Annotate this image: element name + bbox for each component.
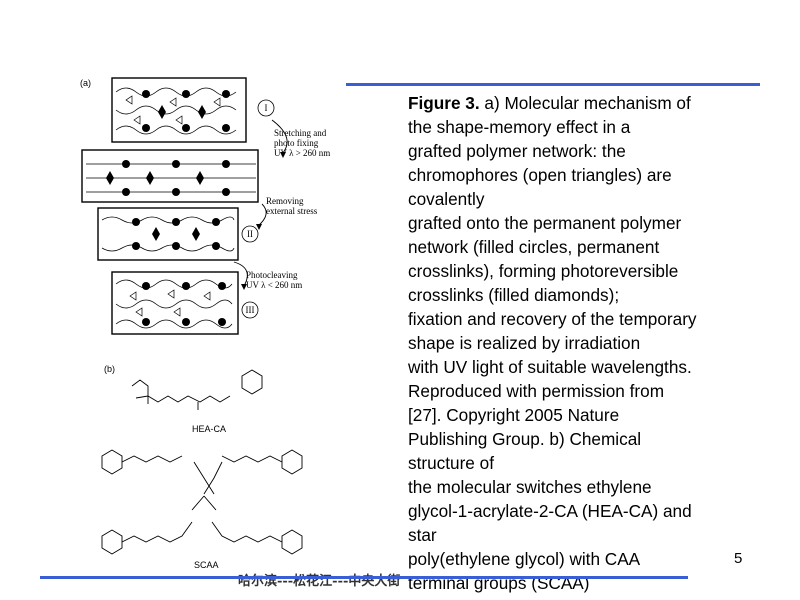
caption-line: network (filled circles, permanent	[408, 237, 660, 257]
caption-figure-number: Figure 3.	[408, 93, 480, 113]
caption-line: terminal groups (SCAA)	[408, 573, 590, 593]
caption-line: structure of	[408, 453, 494, 473]
caption-line: with UV light of suitable wavelengths.	[408, 357, 692, 377]
caption-line: star	[408, 525, 437, 545]
figure-caption: Figure 3. a) Molecular mechanism of the …	[408, 91, 760, 595]
caption-line: grafted polymer network: the	[408, 141, 626, 161]
figure-b-panel-label: (b)	[104, 364, 115, 374]
hea-ca-structure	[131, 369, 263, 410]
stage-3-label: III	[246, 305, 255, 315]
caption-line: glycol-1-acrylate-2-CA (HEA-CA) and	[408, 501, 692, 521]
scaa-structure	[101, 449, 303, 555]
caption-line: the molecular switches ethylene	[408, 477, 652, 497]
step-3-label: Photocleaving UV λ < 260 nm	[246, 270, 302, 290]
figure-a-network-schematic: (a) I Stretching and photo fixing UV λ >…	[80, 77, 330, 335]
footer-text: 哈尔滨---松花江---中央大街	[238, 574, 401, 589]
caption-line: grafted onto the permanent polymer	[408, 213, 682, 233]
caption-line: Reproduced with permission from	[408, 381, 665, 401]
caption-line: covalently	[408, 189, 485, 209]
hea-ca-label: HEA-CA	[192, 424, 226, 434]
caption-line: Publishing Group. b) Chemical	[408, 429, 642, 449]
caption-line-1: Figure 3. a) Molecular mechanism of	[408, 93, 691, 113]
caption-line: crosslinks), forming photoreversible	[408, 261, 679, 281]
top-divider-line	[346, 83, 760, 86]
network-box-stage-2	[97, 207, 239, 261]
figure-b-chemical-structures: (b) HEA-CA SCAA	[101, 364, 303, 570]
caption-line: the shape-memory effect in a	[408, 117, 631, 137]
stage-2-label: II	[247, 229, 253, 239]
stage-2-marker	[241, 225, 259, 243]
scaa-label: SCAA	[194, 560, 219, 570]
bottom-divider-line	[40, 576, 688, 579]
caption-line: chromophores (open triangles) are	[408, 165, 672, 185]
network-box-stretched	[81, 149, 259, 203]
caption-line: fixation and recovery of the temporary	[408, 309, 697, 329]
network-box-stage-3	[111, 271, 239, 335]
stage-1-marker	[257, 99, 275, 117]
caption-line: [27]. Copyright 2005 Nature	[408, 405, 620, 425]
figure-a-panel-label: (a)	[80, 78, 91, 88]
caption-line: crosslinks (filled diamonds);	[408, 285, 620, 305]
caption-line: shape is realized by irradiation	[408, 333, 641, 353]
step-2-label: Removing external stress	[266, 196, 318, 216]
caption-line: poly(ethylene glycol) with CAA	[408, 549, 641, 569]
stage-1-label: I	[265, 103, 268, 113]
page-number: 5	[734, 550, 743, 567]
step-1-label: Stretching and photo fixing UV λ > 260 n…	[274, 128, 330, 158]
stage-3-marker	[241, 301, 259, 319]
network-box-stage-1	[111, 77, 247, 143]
